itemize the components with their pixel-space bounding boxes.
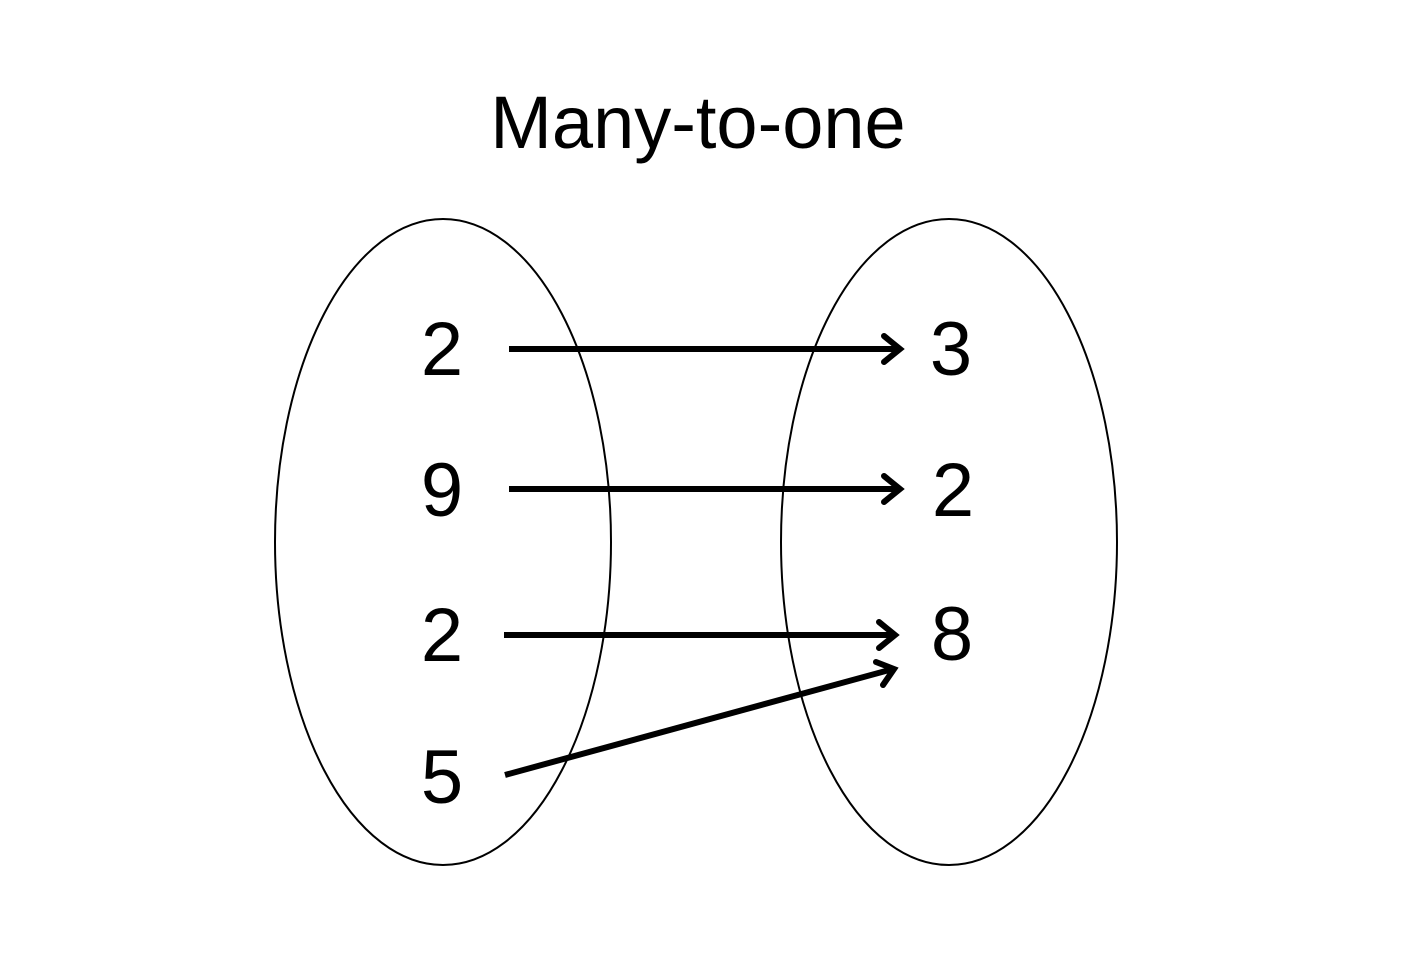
codomain-set-oval (780, 218, 1118, 866)
codomain-element: 3 (930, 307, 972, 392)
mapping-arrow (504, 619, 900, 651)
mapping-arrow (504, 659, 899, 778)
mapping-arrows (504, 333, 905, 778)
codomain-element: 2 (932, 448, 974, 533)
mapping-arrow (509, 473, 905, 505)
domain-element: 9 (421, 448, 463, 533)
domain-set-oval (274, 218, 612, 866)
domain-elements: 2 9 2 5 (421, 307, 463, 820)
mapping-arrow (509, 333, 905, 365)
domain-element: 2 (421, 593, 463, 678)
domain-element: 5 (421, 735, 463, 820)
diagram-title: Many-to-one (490, 81, 905, 164)
codomain-elements: 3 2 8 (930, 307, 974, 677)
domain-element: 2 (421, 307, 463, 392)
codomain-element: 8 (931, 592, 973, 677)
